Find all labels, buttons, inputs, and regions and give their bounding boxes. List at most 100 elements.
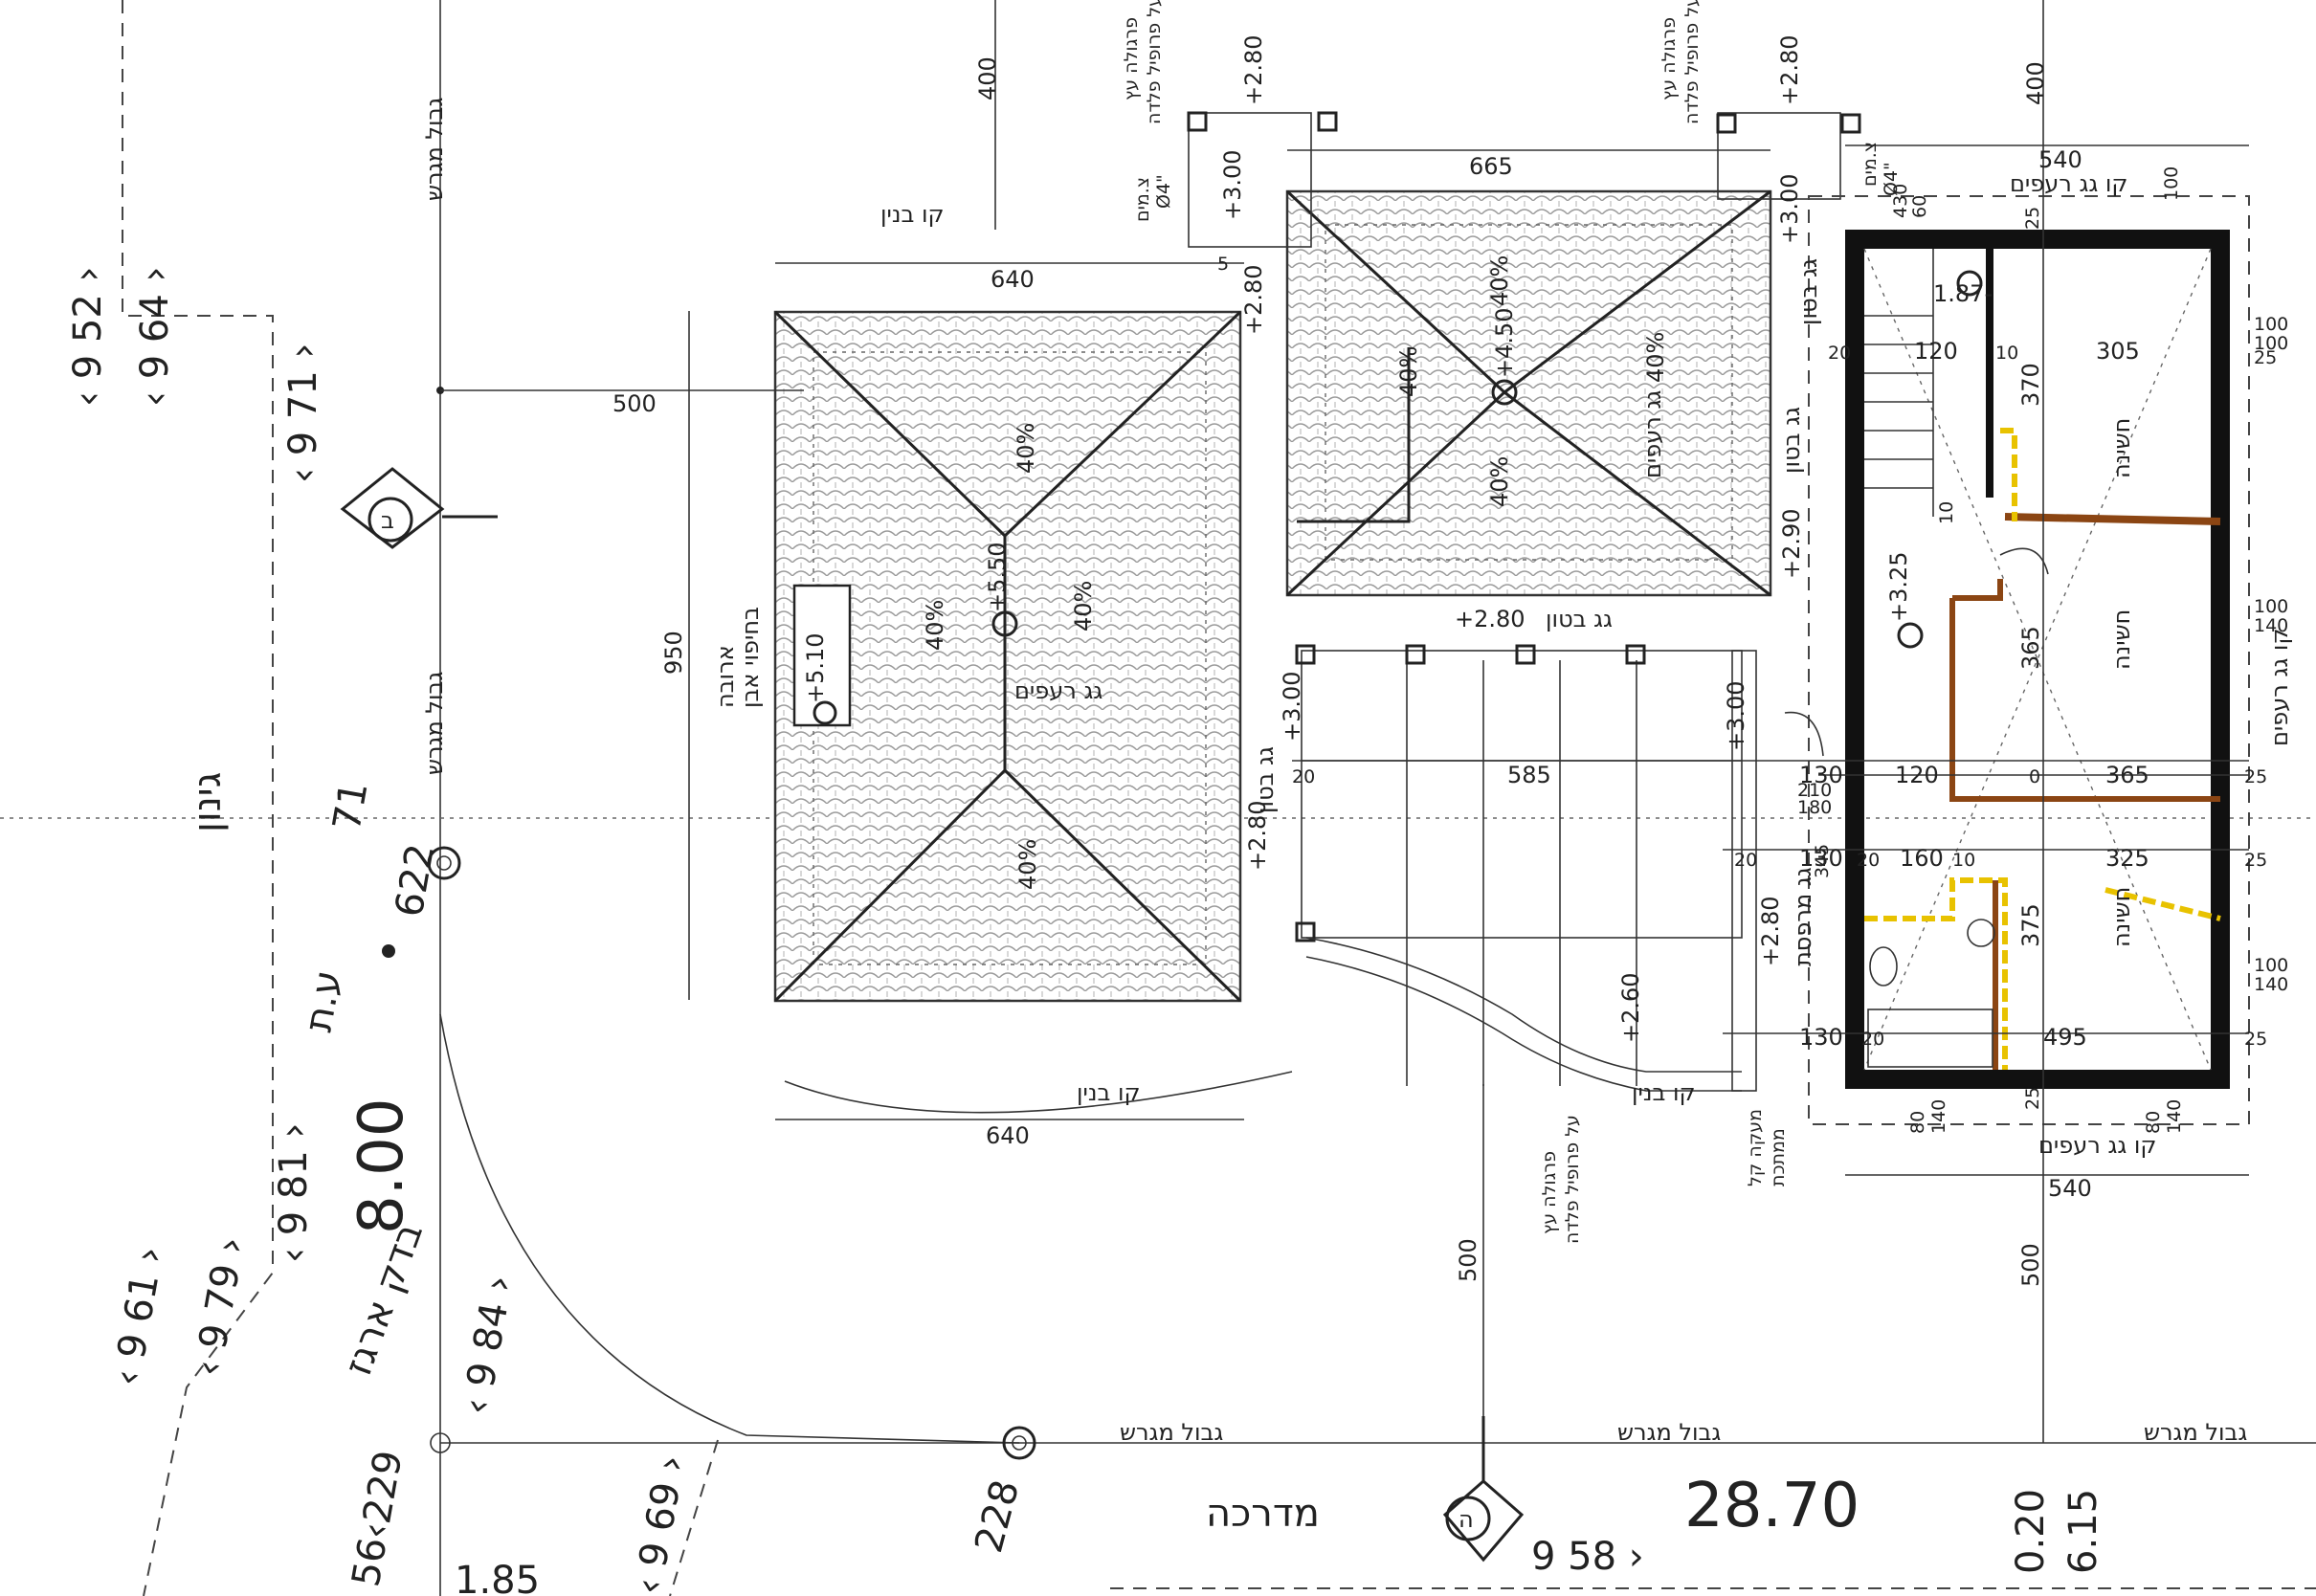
dim-345: 345	[1812, 844, 1833, 878]
dim-210: 210	[1797, 780, 1832, 801]
dim-25e: 25	[2022, 207, 2043, 230]
boundary-left-2: גבול מגרש	[421, 672, 448, 775]
roof-tiles-left: גג רעפים	[1014, 677, 1102, 704]
dim-365b: 365	[2105, 762, 2149, 788]
roof-tiles-right: גג רעפים	[1639, 390, 1666, 478]
dimension-lines	[440, 0, 2249, 1443]
north-marker-bottom-letter: ה	[1459, 1506, 1474, 1533]
level-550: +5.50	[984, 542, 1011, 612]
gag-mirpeset: גג מרפסת	[1790, 867, 1816, 966]
path-name: גינון	[186, 772, 230, 832]
roof-concrete-3: גג בטון	[1252, 746, 1279, 813]
dim-20c: 20	[1734, 850, 1757, 871]
dim-140c: 140	[1928, 1099, 1949, 1134]
parcel-964: ‹ 9 64 ›	[133, 267, 177, 407]
dim-20b: 20	[1292, 766, 1315, 787]
edge-615: 6.15	[2061, 1489, 2105, 1574]
boundary-bottom-2: גבול מגרש	[1617, 1419, 1721, 1446]
dim-100b: 100	[2254, 333, 2288, 354]
parcel-981: ‹ 9 81 ›	[272, 1123, 316, 1263]
slope-5: 40%	[1486, 255, 1513, 306]
roof-concrete-1: גג בטון	[1546, 606, 1613, 632]
boundary-bottom-1: גבול מגרש	[1120, 1419, 1223, 1446]
dim-950: 950	[660, 631, 687, 675]
roof-concrete-2: גג בטון	[1778, 407, 1805, 474]
lot-label-2: ע.ת	[297, 967, 350, 1035]
north-marker-bottom	[1442, 1416, 1525, 1563]
pergola-deck	[1295, 644, 1757, 1092]
parcel-958: 9 58 ›	[1531, 1535, 1644, 1579]
dim-130c: 130	[1799, 1024, 1843, 1051]
level-280c: +2.80	[1240, 264, 1267, 335]
level-280e: +2.80	[1455, 606, 1525, 632]
edge-020: 0.20	[2009, 1489, 2053, 1574]
dim-130b: 130	[1799, 845, 1843, 872]
dim-10c: 10	[1936, 501, 1957, 524]
level-300c: +3.00	[1279, 671, 1305, 742]
dim-20e: 20	[1861, 1029, 1884, 1050]
dim-20a: 20	[1828, 343, 1851, 364]
level-510: +5.10	[802, 632, 829, 703]
level-260: +2.60	[1617, 972, 1644, 1043]
north-marker-left	[340, 467, 498, 549]
dim-25c: 25	[2244, 850, 2267, 871]
level-300a: +3.00	[1219, 149, 1246, 220]
parcel-969: ‹ 9 69 ›	[627, 1452, 695, 1596]
dim-540b: 540	[2048, 1175, 2092, 1202]
room-2: חשינה	[2108, 610, 2135, 670]
parcel-961: ‹ 9 61 ›	[105, 1243, 173, 1388]
level-280f: +2.80	[1757, 896, 1784, 966]
dim-500a: 500	[612, 390, 657, 417]
dim-500c: 500	[2017, 1243, 2044, 1287]
stairs	[1864, 249, 1934, 517]
slope-6: 40%	[1395, 346, 1422, 397]
level-450: +4.50	[1491, 307, 1518, 378]
level-280a: +2.80	[1240, 34, 1267, 105]
dim-120b: 120	[1895, 762, 1939, 788]
parcel-5629: 56‹229	[345, 1448, 412, 1590]
dim-140b: 140	[2254, 974, 2288, 995]
tzinor-1-diam: Ø4"	[1153, 174, 1174, 209]
point-228: 228	[967, 1475, 1028, 1558]
maake-2: ממתכת	[1768, 1128, 1789, 1186]
dim-80b: 80	[2143, 1111, 2164, 1134]
tzinor-2: צ.מים	[1859, 142, 1881, 187]
level-280d: +2.80	[1244, 800, 1271, 871]
level-300d: +3.00	[1723, 680, 1749, 751]
survey-points	[382, 387, 1036, 1460]
dim-120a: 120	[1914, 338, 1958, 365]
pergola-1: פרגולה עץ	[1121, 17, 1142, 100]
aruba-2: בחיפוי אבן	[737, 607, 764, 708]
tzinor-1: צ.מים	[1132, 177, 1153, 222]
dim-100d: 100	[2254, 955, 2288, 976]
dim-370: 370	[2017, 363, 2044, 407]
aruba-1: ארובה	[712, 645, 739, 708]
dim-130a: 130	[1799, 762, 1843, 788]
lot-label-1: בדק ארגז	[336, 1217, 432, 1381]
dim-25f: 25	[2022, 1087, 2043, 1110]
kav-binyan-1: קו בנין	[880, 201, 945, 228]
pergola-3b: על פרופיל פלדה	[1562, 1115, 1583, 1244]
slope-4: 40%	[1014, 839, 1041, 890]
dim-100a: 100	[2254, 314, 2288, 335]
road-width: 28.70	[1684, 1471, 1859, 1541]
block-number: 71	[325, 779, 377, 834]
dim-540a: 540	[2038, 146, 2082, 173]
dim-665: 665	[1469, 153, 1513, 180]
pergola-2: פרגולה עץ	[1659, 17, 1680, 100]
dim-10b: 10	[1952, 850, 1975, 871]
slope-7: 40%	[1642, 332, 1669, 383]
dim-495: 495	[2043, 1024, 2087, 1051]
dim-0: 0	[2029, 766, 2040, 787]
dim-20d: 20	[1857, 850, 1880, 871]
level-290: +2.90	[1778, 508, 1805, 579]
dim-25b: 25	[2244, 766, 2267, 787]
dim-100c: 100	[2254, 596, 2288, 617]
slope-1: 40%	[1013, 423, 1039, 474]
room-3: חשינה	[2108, 887, 2135, 947]
roof-right-tiles	[1285, 189, 1772, 597]
parcel-984: ‹ 9 84 ›	[455, 1272, 523, 1417]
kav-binyan-2: קו בנין	[1077, 1079, 1141, 1106]
parcel-979: ‹ 9 79 ›	[187, 1233, 255, 1379]
